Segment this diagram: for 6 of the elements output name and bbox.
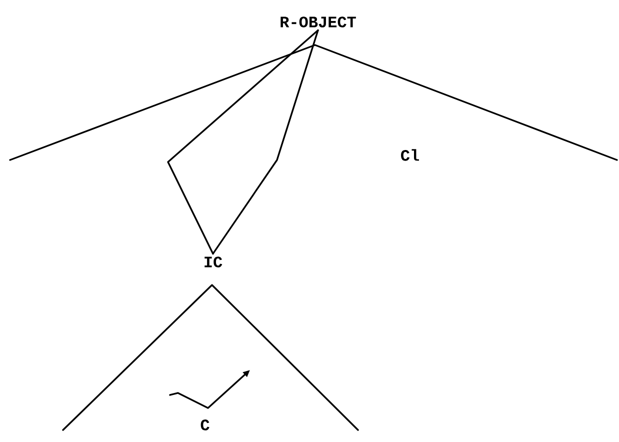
- node-label: R-OBJECT: [280, 16, 356, 28]
- region-label: Cl: [401, 149, 419, 161]
- node-label: IC: [204, 256, 222, 268]
- node-label: C: [200, 420, 210, 430]
- connector-line: [212, 29, 319, 255]
- connector-line: [167, 29, 319, 255]
